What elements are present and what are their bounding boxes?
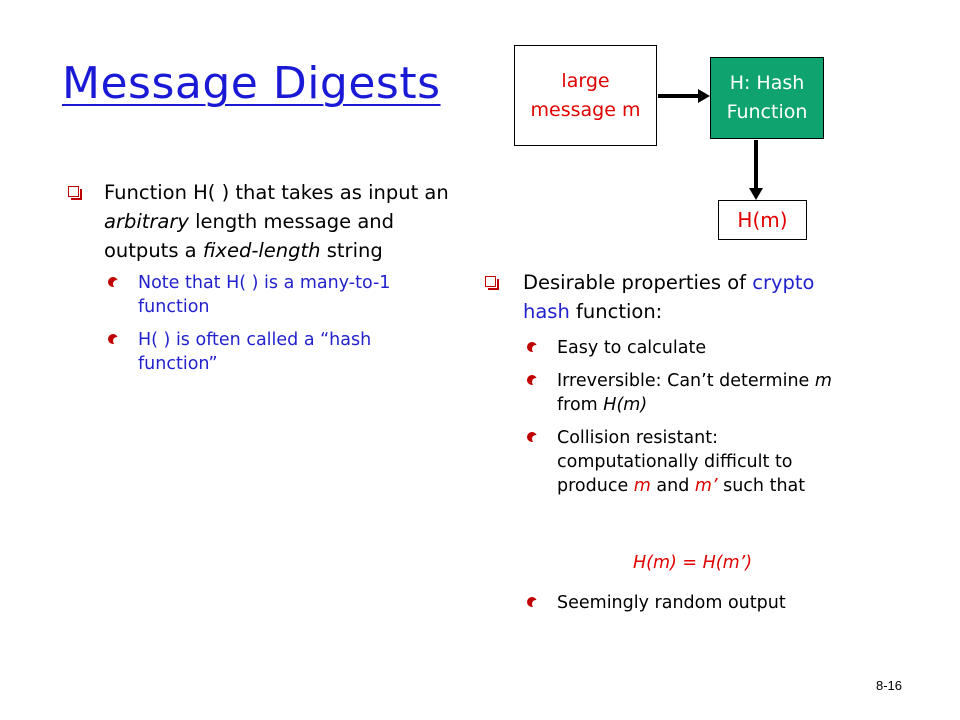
sub-item-text-italic: m <box>814 371 832 391</box>
sub-bullet-icon <box>527 375 540 386</box>
bullet-text-italic: fixed-length <box>202 239 321 262</box>
sub-item-text: H( ) is often called a “hash function” <box>138 330 372 374</box>
left-sub-item-1: Note that H( ) is a many-to-1 function <box>104 271 434 319</box>
bullet-text-italic: arbitrary <box>104 210 189 233</box>
right-sub-item-3: Collision resistant: computationally dif… <box>523 426 853 498</box>
bullet-text: string <box>320 239 383 262</box>
left-sub-item-2: H( ) is often called a “hash function” <box>104 328 434 376</box>
large-message-box: large message m <box>514 45 657 146</box>
right-bullet-list: Desirable properties of crypto hash func… <box>485 268 855 512</box>
left-bullet-list: Function H( ) that takes as input an arb… <box>68 178 453 390</box>
sub-item-text-italic: m <box>633 476 651 496</box>
bullet-text: length message and outputs a <box>104 210 395 262</box>
hash-function-box: H: Hash Function <box>710 57 824 139</box>
slide-title: Message Digests <box>62 58 441 109</box>
left-bullet-1: Function H( ) that takes as input an arb… <box>68 178 453 376</box>
right-sub-item-1: Easy to calculate <box>523 336 853 360</box>
hash-to-output-arrowhead <box>749 188 763 200</box>
bullet-checkbox-icon <box>68 186 82 200</box>
sub-bullet-icon <box>108 334 121 345</box>
sub-bullet-icon <box>527 597 540 608</box>
bullet-text-blue: crypto hash <box>523 271 815 323</box>
right-sub-item-4: Seemingly random output <box>523 591 887 615</box>
sub-item-text: and <box>650 476 695 496</box>
slide-number: 8-16 <box>876 678 903 693</box>
right-sub-item-2: Irreversible: Can’t determine m from H(m… <box>523 369 853 417</box>
sub-item-text-italic: H(m) <box>603 395 648 415</box>
sub-item-text: Note that H( ) is a many-to-1 function <box>138 273 391 317</box>
input-to-hash-arrowhead <box>698 89 710 103</box>
hash-function-label: H: Hash Function <box>726 72 808 123</box>
right-bullet-1: Desirable properties of crypto hash func… <box>485 268 855 498</box>
bullet-checkbox-icon <box>485 276 499 290</box>
bullet-text: function: <box>569 300 663 323</box>
sub-bullet-icon <box>527 342 540 353</box>
bullet-text: Function H( ) that takes as input an <box>104 181 449 204</box>
sub-item-text-italic: m’ <box>694 476 718 496</box>
sub-item-text: Seemingly random output <box>557 593 786 613</box>
sub-item-text: Collision resistant: computationally dif… <box>557 428 793 496</box>
hash-output-box: H(m) <box>718 200 807 240</box>
sub-item-text: Easy to calculate <box>557 338 707 358</box>
bullet-text: Desirable properties of <box>523 271 753 294</box>
sub-item-text: Irreversible: Can’t determine <box>557 371 815 391</box>
collision-formula: H(m) = H(m’) <box>633 553 753 573</box>
large-message-label: large message m <box>530 69 641 121</box>
hash-output-label: H(m) <box>737 207 788 232</box>
sub-bullet-icon <box>108 277 121 288</box>
sub-bullet-icon <box>527 432 540 443</box>
left-sub-list: Note that H( ) is a many-to-1 function H… <box>104 271 434 376</box>
right-sub-list: Easy to calculate Irreversible: Can’t de… <box>523 336 853 498</box>
sub-item-text: from <box>557 395 604 415</box>
sub-item-text: such that <box>717 476 806 496</box>
